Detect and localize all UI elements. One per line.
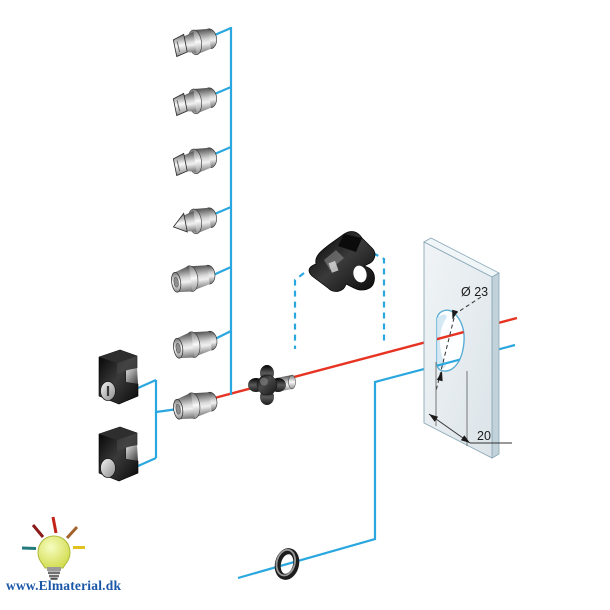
lightbulb-icon xyxy=(21,516,85,580)
lock-insert-6 xyxy=(171,327,220,361)
lock-insert-5 xyxy=(169,261,218,295)
lock-insert-4 xyxy=(170,205,219,238)
diameter-dimension: Ø 23 xyxy=(435,285,488,392)
lock-insert-1 xyxy=(171,26,219,59)
seal-ring xyxy=(274,548,300,580)
lock-body-branch-line xyxy=(137,378,179,468)
lock-insert-3 xyxy=(171,145,219,178)
cam-latch xyxy=(248,365,296,405)
key-lock-body-1 xyxy=(98,349,139,405)
panel-cutout xyxy=(436,309,465,372)
depth-dimension: 20 xyxy=(428,362,512,446)
hole-diameter-label: Ø 23 xyxy=(461,285,488,299)
watermark-text: www.Elmaterial.dk xyxy=(6,578,122,593)
handle-position-dashed-lines xyxy=(293,252,386,349)
hole-depth-label: 20 xyxy=(477,429,491,443)
lines-through-cutout xyxy=(437,316,465,372)
mounting-panel xyxy=(423,237,500,459)
handle-knob xyxy=(308,231,376,292)
lock-insert-2 xyxy=(171,85,219,118)
key-lock-body-2 xyxy=(98,426,139,482)
lock-insert-7 xyxy=(171,388,220,422)
